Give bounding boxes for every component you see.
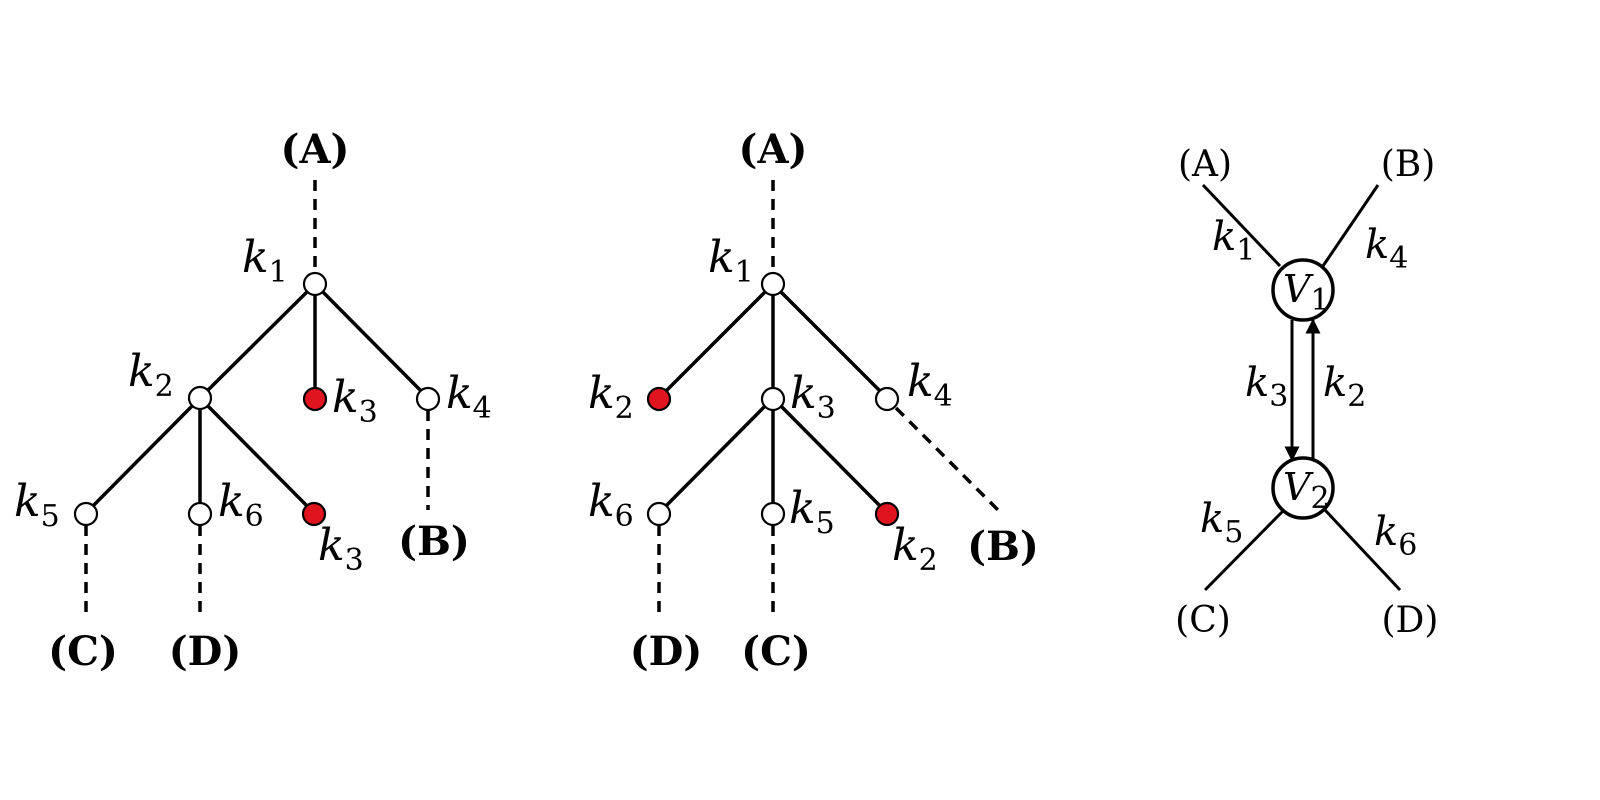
- left-label-d: (D): [169, 628, 242, 675]
- vd-leg-c: [1203, 508, 1286, 592]
- mid-label-k1: k1: [708, 232, 754, 290]
- left-label-k3-lower: k3: [318, 520, 364, 578]
- vd-label-d: (D): [1382, 600, 1439, 641]
- mid-node-k2-filled: [646, 386, 672, 412]
- mid-label-a: (A): [739, 126, 808, 173]
- left-tree: (A) (B) (C) (D) k1 k2 k3 k4 k5 k6 k3: [14, 126, 492, 675]
- left-label-k2: k2: [128, 346, 174, 404]
- left-node-k4: [415, 386, 441, 412]
- left-node-k6: [187, 501, 213, 527]
- middle-tree: (A) (B) (D) (C) k1 k2 k3 k4 k6 k5 k2: [588, 126, 1039, 675]
- vd-leg-b: [1321, 184, 1380, 267]
- mid-label-b: (B): [967, 523, 1039, 570]
- left-label-k5: k5: [14, 476, 60, 534]
- left-edge-k1-k4: [313, 282, 430, 400]
- left-node-k2: [187, 385, 213, 411]
- mid-label-k3: k3: [790, 368, 836, 426]
- mid-label-d: (D): [630, 628, 703, 675]
- mid-edge-k1-k2: [657, 282, 775, 400]
- mid-label-k4: k4: [907, 356, 953, 414]
- mid-label-k2-lower: k2: [892, 520, 938, 578]
- vd-label-a: (A): [1178, 144, 1232, 185]
- left-label-b: (B): [398, 518, 470, 565]
- mid-edge-k1-k4: [771, 282, 889, 400]
- vd-label-k1: k1: [1212, 214, 1255, 268]
- left-node-k3-filled: [302, 386, 328, 412]
- mid-node-k2-lower-filled: [874, 501, 900, 527]
- vd-label-b: (B): [1381, 144, 1436, 185]
- mid-node-k4: [874, 386, 900, 412]
- mid-label-k6: k6: [588, 476, 634, 534]
- vd-vertex-v2: [1271, 456, 1335, 520]
- left-edge-k1-k2: [198, 282, 317, 400]
- mid-node-k5: [760, 501, 786, 527]
- mid-label-k2: k2: [588, 368, 634, 426]
- left-node-k1: [302, 271, 328, 297]
- mid-label-k5: k5: [789, 483, 835, 541]
- left-label-k4: k4: [446, 368, 492, 426]
- vd-label-k2: k2: [1323, 360, 1366, 414]
- left-edge-k2-k3: [198, 396, 316, 515]
- left-label-k3: k3: [332, 372, 378, 430]
- left-edge-k2-k5: [84, 396, 202, 515]
- vd-label-k6: k6: [1374, 509, 1417, 563]
- mid-node-k3: [760, 386, 786, 412]
- mid-node-k1: [760, 271, 786, 297]
- mid-node-k6: [646, 501, 672, 527]
- mid-edge-k4-b: [894, 406, 1002, 514]
- left-node-k5: [73, 501, 99, 527]
- left-label-k6: k6: [218, 476, 264, 534]
- mid-label-c: (C): [741, 628, 811, 675]
- vd-vertex-v1: [1271, 258, 1335, 322]
- vd-label-k3: k3: [1245, 360, 1288, 414]
- vd-label-k4: k4: [1365, 222, 1408, 276]
- left-label-a: (A): [281, 126, 350, 173]
- mid-edge-k3-k2: [771, 396, 889, 515]
- vd-leg-d: [1323, 508, 1402, 592]
- left-label-c: (C): [48, 628, 118, 675]
- vertex-diagram: V1 V2 (A) (B) (C) (D) k1 k4 k3 k2 k5 k6: [1175, 144, 1438, 641]
- vd-leg-a: [1201, 183, 1282, 268]
- vd-label-c: (C): [1175, 600, 1231, 641]
- vd-label-k5: k5: [1200, 496, 1243, 550]
- vd-label-v1: V1: [1283, 267, 1330, 318]
- vd-label-v2: V2: [1283, 465, 1330, 516]
- mid-edge-k3-k6: [657, 396, 775, 515]
- left-label-k1: k1: [242, 232, 288, 290]
- left-node-k3-lower-filled: [301, 501, 327, 527]
